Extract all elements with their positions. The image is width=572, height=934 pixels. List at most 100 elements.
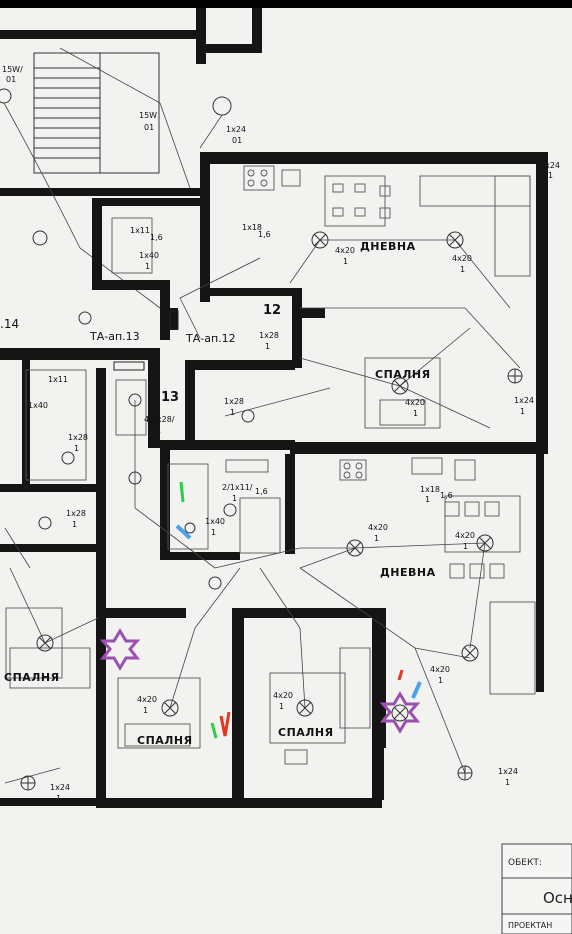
panel-label: ТА-ап.12: [185, 332, 236, 345]
svg-text:1x18: 1x18: [420, 485, 440, 494]
title-block-object-label: ОБЕКТ:: [508, 858, 542, 868]
title-block-designer-label: ПРОЕКТАН: [508, 921, 552, 930]
lamp-icon: [20, 775, 36, 791]
svg-text:1: 1: [72, 520, 77, 529]
svg-text:1: 1: [211, 528, 216, 537]
panel-box: [113, 361, 145, 371]
lamp-icon: [61, 451, 75, 465]
svg-text:1: 1: [505, 778, 510, 787]
svg-text:1: 1: [374, 534, 379, 543]
svg-text:1,6: 1,6: [440, 491, 453, 500]
wall: [196, 8, 206, 64]
svg-text:1x28: 1x28: [66, 509, 86, 518]
svg-text:1: 1: [463, 542, 468, 551]
ceiling-light-icon: [461, 644, 479, 662]
lamp-icon: [241, 409, 255, 423]
svg-text:15W/: 15W/: [2, 65, 23, 74]
wall: [200, 152, 545, 164]
room-label: СПАЛНЯ: [137, 734, 193, 747]
title-block: ОБЕКТ: Осн ПРОЕКТАН: [501, 843, 572, 934]
wall: [372, 608, 386, 748]
svg-text:1x24: 1x24: [498, 767, 518, 776]
ceiling-light-icon: [391, 377, 409, 395]
svg-text:01: 01: [144, 123, 154, 132]
light-fixtures: [20, 231, 523, 791]
svg-text:1: 1: [413, 409, 418, 418]
red-mark: [397, 669, 404, 681]
svg-text:1x24: 1x24: [226, 125, 246, 134]
wall: [0, 798, 100, 806]
svg-text:1: 1: [343, 257, 348, 266]
svg-text:1,6: 1,6: [258, 230, 271, 239]
lamp-icon: [457, 765, 473, 781]
svg-text:1: 1: [145, 262, 150, 271]
panel-label: ТА-ап.13: [89, 330, 140, 343]
svg-text:4x20: 4x20: [405, 398, 425, 407]
svg-text:1: 1: [265, 342, 270, 351]
svg-text:1: 1: [230, 408, 235, 417]
lamp-icon: [223, 503, 237, 517]
floor-plan-drawing: ДНЕВНА СПАЛНЯ ДНЕВНА СПАЛНЯ СПАЛНЯ СПАЛН…: [0, 8, 572, 934]
wall: [96, 608, 186, 618]
svg-text:1: 1: [425, 495, 430, 504]
svg-text:1: 1: [56, 794, 61, 803]
svg-text:1: 1: [438, 676, 443, 685]
svg-text:1: 1: [460, 265, 465, 274]
room-label: ДНЕВНА: [360, 240, 416, 253]
lamp-symbol: [0, 88, 12, 104]
svg-text:01: 01: [232, 136, 242, 145]
wall: [200, 152, 210, 302]
ceiling-light-icon: [296, 699, 314, 717]
lamp-icon: [184, 522, 196, 534]
blue-mark: [175, 524, 192, 540]
svg-text:1: 1: [74, 444, 79, 453]
wall: [160, 552, 240, 560]
svg-text:01: 01: [6, 75, 16, 84]
apartment-number: 13: [161, 390, 179, 405]
room-label: СПАЛНЯ: [375, 368, 431, 381]
ceiling-light-icon: [446, 231, 464, 249]
lamp-symbol: [78, 311, 92, 325]
svg-text:4x20: 4x20: [137, 695, 157, 704]
fixture-specs: 15W/ 01 15W 01 1x24 01 1x11 1,6 1x40 1 1…: [2, 65, 560, 803]
wall: [0, 544, 100, 552]
red-mark: [219, 711, 231, 737]
svg-text:1x40: 1x40: [28, 401, 48, 410]
svg-text:1x24: 1x24: [540, 161, 560, 170]
svg-text:4x20: 4x20: [452, 254, 472, 263]
svg-text:1x28: 1x28: [259, 331, 279, 340]
wall: [210, 288, 300, 296]
wall: [100, 198, 210, 206]
wall: [232, 608, 377, 618]
wall: [160, 440, 295, 450]
wall: [206, 44, 256, 53]
svg-text:1: 1: [143, 706, 148, 715]
svg-text:1: 1: [548, 171, 553, 180]
svg-text:1,6: 1,6: [150, 233, 163, 242]
wall: [170, 308, 178, 330]
wall: [160, 450, 170, 560]
ceiling-light-icon: [391, 704, 409, 722]
svg-text:1: 1: [232, 494, 237, 503]
svg-text:1: 1: [279, 702, 284, 711]
wall: [232, 608, 244, 808]
svg-text:4x20: 4x20: [335, 246, 355, 255]
wall: [96, 368, 106, 808]
svg-text:1x11: 1x11: [130, 226, 150, 235]
furniture: [5, 165, 536, 765]
lamp-symbol: [32, 230, 48, 246]
green-mark: [210, 722, 218, 739]
wall: [0, 30, 200, 39]
wall: [0, 188, 200, 196]
wall: [92, 198, 102, 288]
wall: [290, 442, 548, 454]
svg-text:1x18: 1x18: [242, 223, 262, 232]
svg-text:1,6: 1,6: [255, 487, 268, 496]
lamp-symbol: [212, 96, 232, 116]
svg-text:1: 1: [520, 407, 525, 416]
svg-text:4x20: 4x20: [430, 665, 450, 674]
wall: [292, 288, 302, 368]
lamp-icon: [208, 576, 222, 590]
walls: [0, 152, 548, 808]
wall: [92, 280, 162, 290]
